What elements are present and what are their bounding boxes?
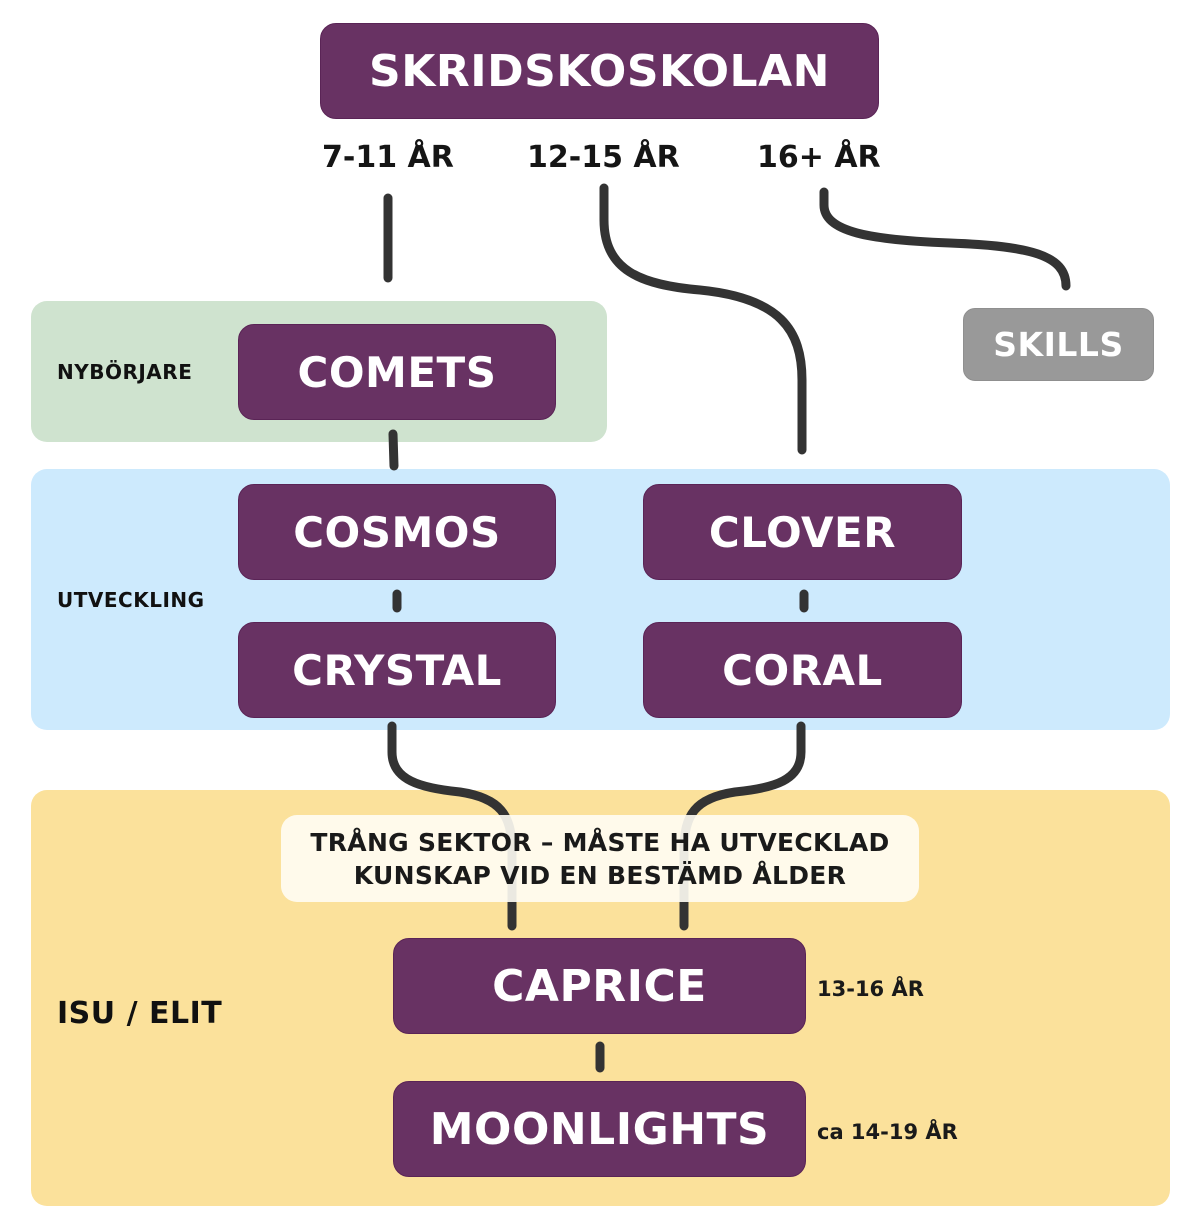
group-clover-label: CLOVER — [708, 507, 897, 557]
age-group-7-11: 7-11 ÅR — [322, 140, 454, 175]
group-coral: CORAL — [643, 622, 962, 718]
age-group-16-plus: 16+ ÅR — [757, 140, 881, 175]
zone-label-beginner: NYBÖRJARE — [57, 360, 193, 384]
group-skills-label: SKILLS — [993, 325, 1124, 364]
group-cosmos-label: COSMOS — [293, 507, 501, 557]
age-group-12-15: 12-15 ÅR — [527, 140, 680, 175]
caprice-age: 13-16 ÅR — [817, 977, 924, 1001]
group-skills: SKILLS — [963, 308, 1154, 381]
group-cosmos: COSMOS — [238, 484, 556, 580]
group-moonlights-label: MOONLIGHTS — [429, 1103, 770, 1155]
group-crystal-label: CRYSTAL — [292, 645, 502, 695]
zone-development — [31, 469, 1170, 730]
note-line-2: KUNSKAP VID EN BESTÄMD ÅLDER — [353, 860, 847, 890]
group-coral-label: CORAL — [722, 645, 883, 695]
title-box: SKRIDSKOSKOLAN — [320, 23, 879, 119]
group-crystal: CRYSTAL — [238, 622, 556, 718]
title-text: SKRIDSKOSKOLAN — [369, 45, 830, 97]
group-comets-label: COMETS — [297, 347, 497, 397]
connector-16plus-to-skills — [819, 187, 1071, 291]
group-moonlights: MOONLIGHTS — [393, 1081, 806, 1177]
narrow-sector-note: TRÅNG SEKTOR – MÅSTE HA UTVECKLAD KUNSKA… — [281, 815, 919, 902]
note-line-1: TRÅNG SEKTOR – MÅSTE HA UTVECKLAD — [310, 827, 890, 857]
group-clover: CLOVER — [643, 484, 962, 580]
group-caprice-label: CAPRICE — [492, 960, 707, 1012]
group-caprice: CAPRICE — [393, 938, 806, 1034]
zone-label-development: UTVECKLING — [57, 588, 205, 612]
moonlights-age: ca 14-19 ÅR — [817, 1120, 958, 1144]
zone-label-elite: ISU / ELIT — [57, 996, 223, 1031]
group-comets: COMETS — [238, 324, 556, 420]
connector-12-15-to-clover — [599, 183, 807, 455]
